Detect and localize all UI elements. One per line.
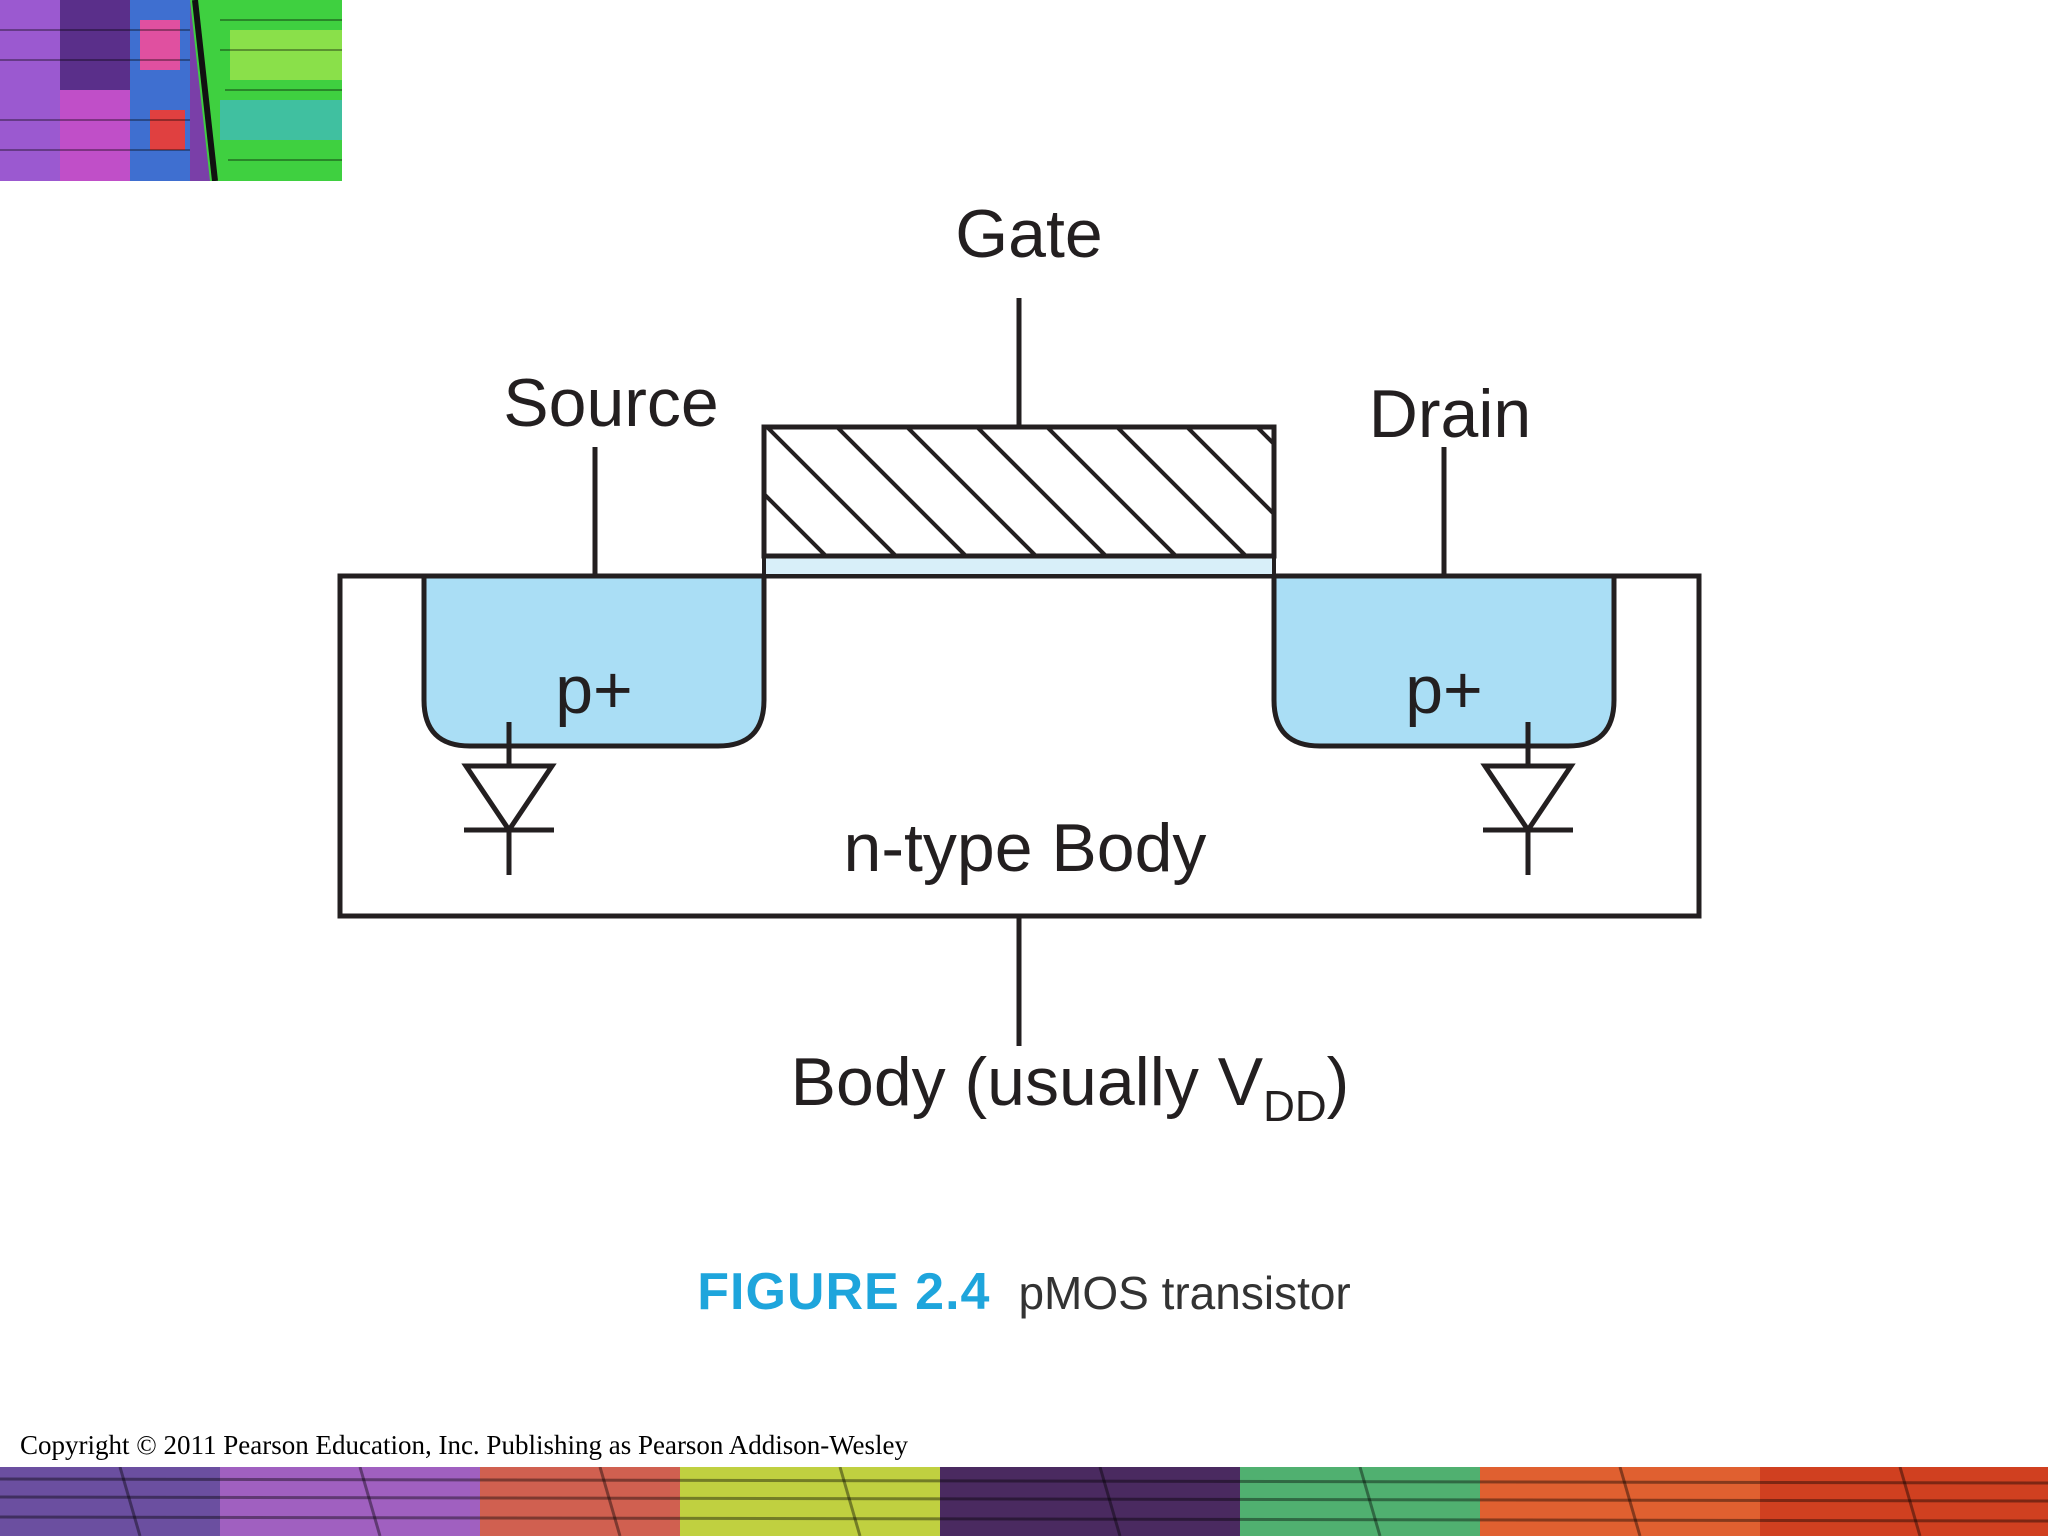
gate-label: Gate	[955, 196, 1102, 272]
drain-label: Drain	[1369, 376, 1532, 452]
chip-die-photo-icon	[0, 0, 342, 181]
source-p-plus-region	[421, 573, 767, 749]
source-doping-label: p+	[555, 652, 633, 728]
figure-caption: FIGURE 2.4 pMOS transistor	[0, 1262, 2048, 1322]
n-type-body-label: n-type Body	[844, 810, 1207, 886]
drain-p-plus-region	[1271, 573, 1617, 749]
drain-diode-icon	[1480, 722, 1576, 875]
body-terminal-label: Body (usually VDD)	[791, 1044, 1350, 1131]
figure-number: FIGURE 2.4	[697, 1263, 991, 1321]
chip-die-photo-strip	[0, 1467, 2048, 1536]
source-label: Source	[503, 365, 718, 441]
gate-oxide	[762, 554, 1276, 578]
source-diode-icon	[461, 722, 557, 875]
drain-doping-label: p+	[1405, 652, 1483, 728]
copyright-notice: Copyright © 2011 Pearson Education, Inc.…	[20, 1430, 908, 1460]
figure-title: pMOS transistor	[1018, 1267, 1351, 1319]
gate-polysilicon	[761, 424, 1277, 559]
